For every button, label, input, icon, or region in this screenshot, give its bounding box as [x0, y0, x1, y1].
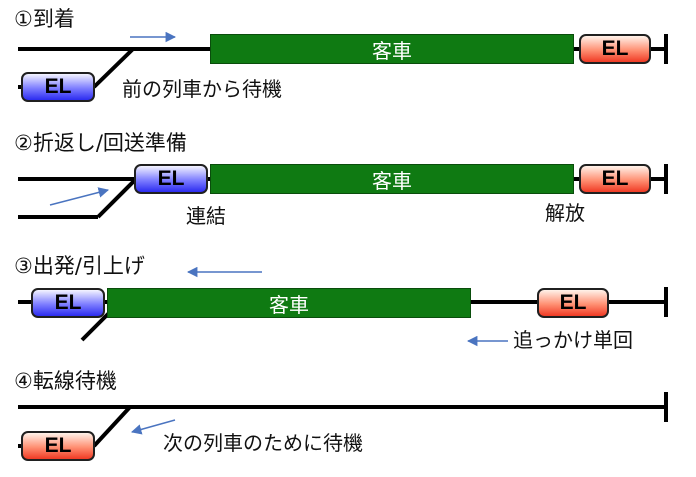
step1-title: ①到着 [14, 7, 75, 31]
step3-locomotive-left: EL [31, 288, 105, 318]
step1-passenger-car: 客車 [210, 34, 574, 64]
step3-passenger-car: 客車 [107, 288, 471, 318]
step1-note: 前の列車から待機 [122, 77, 282, 101]
step3-locomotive-right: EL [537, 288, 609, 318]
step3-note: 追っかけ単回 [513, 328, 633, 352]
step4-arrow [130, 419, 176, 435]
step1-locomotive-right: EL [579, 34, 651, 64]
step4-title: ④転線待機 [14, 369, 117, 393]
step2-passenger-car: 客車 [210, 164, 574, 194]
step2-locomotive-left: EL [134, 164, 208, 194]
step3-title: ③出発/引上げ [14, 254, 145, 278]
step2-note-uncouple: 解放 [545, 201, 585, 225]
step2-title: ②折返し/回送準備 [14, 131, 187, 155]
step2-arrow [49, 187, 110, 206]
step2-note-couple: 連結 [186, 204, 226, 228]
step1-locomotive-left: EL [21, 72, 95, 102]
step4-locomotive: EL [21, 431, 95, 461]
step2-locomotive-right: EL [579, 164, 651, 194]
step4-note: 次の列車のために待機 [163, 431, 363, 455]
